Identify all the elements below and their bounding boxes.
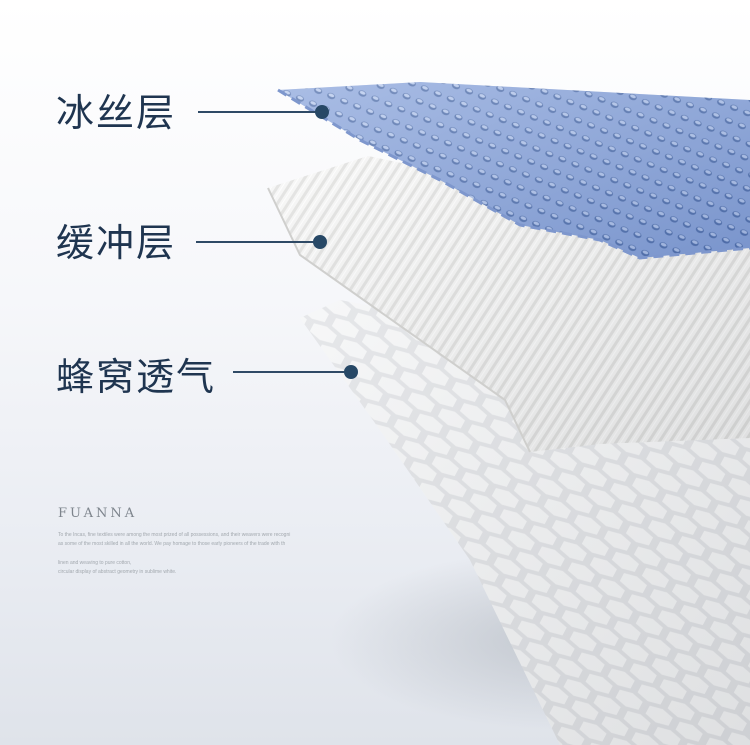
brand-text-line-2: as some of the most skilled in all the w… xyxy=(58,541,286,547)
brand-text-line-3: linen and weaving to pure cotton, xyxy=(58,560,132,566)
ice-silk-layer-label: 冰丝层 xyxy=(56,91,177,135)
ice-silk-layer-shape xyxy=(277,82,750,260)
brand-name: FUANNA xyxy=(58,506,138,521)
brand-text-line-4: circular display of abstract geometry in… xyxy=(58,569,177,575)
ice-silk-marker-dot xyxy=(315,105,329,119)
cushion-marker-dot xyxy=(313,235,327,249)
cushion-layer-label: 缓冲层 xyxy=(56,221,177,265)
brand-text-line-1: To the Incas, fine textiles were among t… xyxy=(58,532,291,538)
honeycomb-leader-line xyxy=(233,371,351,373)
ice-silk-leader-line xyxy=(198,111,322,113)
honeycomb-layer-label: 蜂窝透气 xyxy=(56,355,217,399)
honeycomb-marker-dot xyxy=(344,365,358,379)
cushion-leader-line xyxy=(196,241,320,243)
